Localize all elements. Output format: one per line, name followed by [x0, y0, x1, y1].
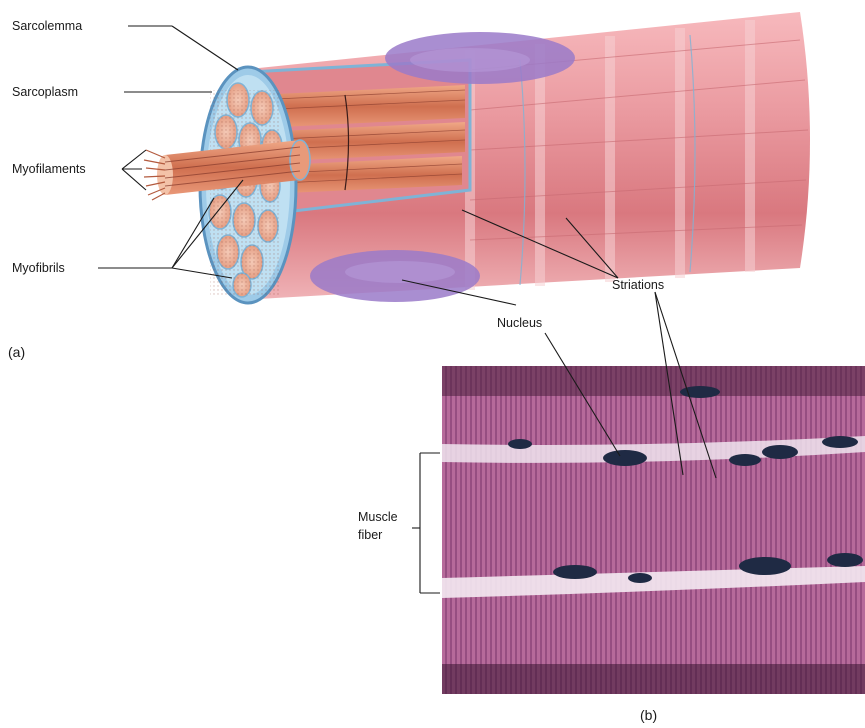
label-muscle-fiber-line1: Muscle: [358, 511, 398, 524]
label-muscle-fiber-line2: fiber: [358, 529, 382, 542]
label-sarcolemma: Sarcolemma: [12, 20, 82, 33]
myofibril-cross-sections: [209, 83, 282, 297]
label-striations: Striations: [612, 279, 664, 292]
label-myofilaments: Myofilaments: [12, 163, 86, 176]
label-nucleus: Nucleus: [497, 317, 542, 330]
micrograph: [442, 366, 865, 694]
label-myofibrils: Myofibrils: [12, 262, 65, 275]
label-sarcoplasm: Sarcoplasm: [12, 86, 78, 99]
panel-b-label: (b): [640, 708, 657, 722]
panel-a-label: (a): [8, 345, 25, 359]
